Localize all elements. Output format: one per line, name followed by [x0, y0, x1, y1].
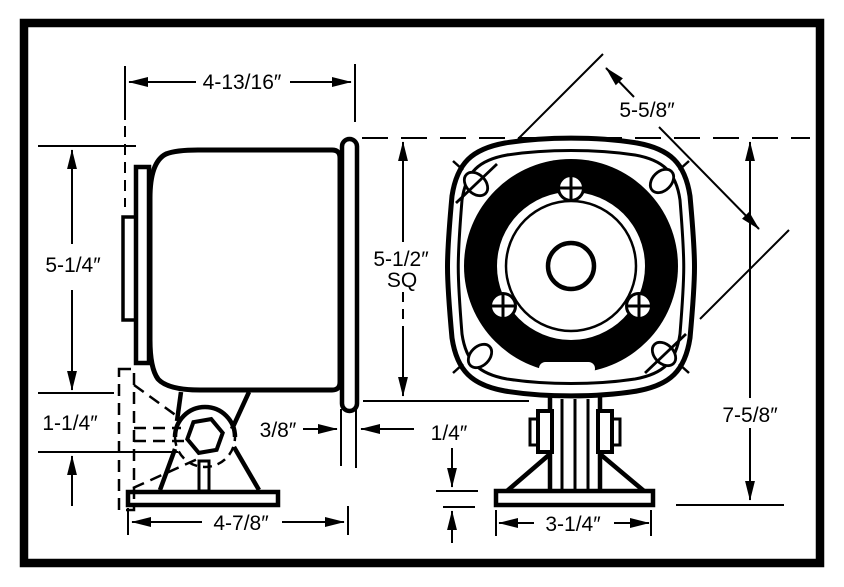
clamp-bolt-left: [536, 409, 554, 454]
stand-slot: [197, 459, 211, 493]
yoke-rear-edge: [229, 391, 252, 430]
hole-top-right: [648, 167, 676, 195]
dim-label-overall-depth: 4-7/8″: [213, 512, 269, 535]
stand-front-edge: [157, 448, 178, 491]
face-inner-bezel: [456, 149, 686, 385]
hole-bottom-right-slash: [644, 332, 687, 375]
front-view: [445, 135, 697, 508]
dim-label-rim-thickness: 3/8″: [260, 419, 297, 442]
bezel-crease-br: [678, 363, 690, 374]
diagonal-extension-line: [517, 53, 604, 140]
mounting-base-front: [493, 488, 656, 508]
dim-label-base-thickness: 1/4″: [431, 422, 468, 445]
dashed-pivot-arc: [173, 436, 237, 469]
back-plate: [133, 164, 152, 366]
dust-cap: [545, 240, 597, 292]
mounting-base-side: [125, 489, 281, 508]
dim-label-face-size: 5-1/2″: [373, 248, 429, 271]
clamp-bolt-right: [596, 409, 614, 454]
dim-label-body-height: 5-1/4″: [45, 254, 101, 277]
pivot-housing-arc: [172, 404, 238, 438]
corner-holes: [455, 162, 687, 375]
dimension-labels: 4-13/16″ 5-1/4″ 1-1/4″ 3/8″ 4-7/8″ 5-1/2…: [42, 71, 778, 536]
speaker-body-outline: [147, 147, 343, 393]
dim-label-base-width: 3-1/4″: [545, 513, 601, 536]
gusset-right: [598, 452, 646, 493]
screw-bottom-right-icon: [625, 292, 653, 320]
dim-arrow-diagonal-lower: [658, 126, 760, 230]
dimensions: [38, 53, 810, 543]
bezel-crease-tr: [678, 160, 690, 171]
screw-bottom-left-icon: [489, 292, 517, 320]
bezel-crease-bl: [452, 363, 464, 374]
bezel-crease-tl: [452, 160, 464, 171]
dashed-arm-upper: [133, 383, 182, 421]
stand-rear-edge: [232, 445, 261, 492]
drawing-border: [19, 18, 825, 568]
dim-arrow-diagonal-upper: [605, 67, 635, 98]
dim-label-depth-top: 4-13/16″: [203, 71, 282, 94]
cone-screws: [489, 174, 653, 320]
dim-label-overall-height: 7-5/8″: [722, 404, 778, 427]
front-stand: [493, 397, 656, 508]
dim-label-bracket-drop: 1-1/4″: [42, 412, 98, 435]
label-slot: [539, 362, 595, 375]
swiveled-position-dashed: [117, 367, 237, 512]
dashed-base-plate: [117, 367, 136, 512]
pivot-hex-nut: [185, 416, 225, 456]
hole-bottom-left: [466, 342, 494, 370]
yoke-front-edge: [174, 391, 184, 422]
gusset-left: [505, 452, 552, 493]
hole-top-left-slash: [455, 162, 498, 205]
swivel-bracket: [125, 391, 281, 508]
dim-label-face-size-qualifier: SQ: [387, 269, 417, 292]
front-rim-flange: [339, 136, 360, 414]
screw-top-icon: [557, 174, 585, 202]
dim-label-corner-diagonal: 5-5/8″: [619, 99, 675, 122]
diagonal-extension-line: [699, 229, 790, 320]
side-view: [117, 136, 360, 512]
